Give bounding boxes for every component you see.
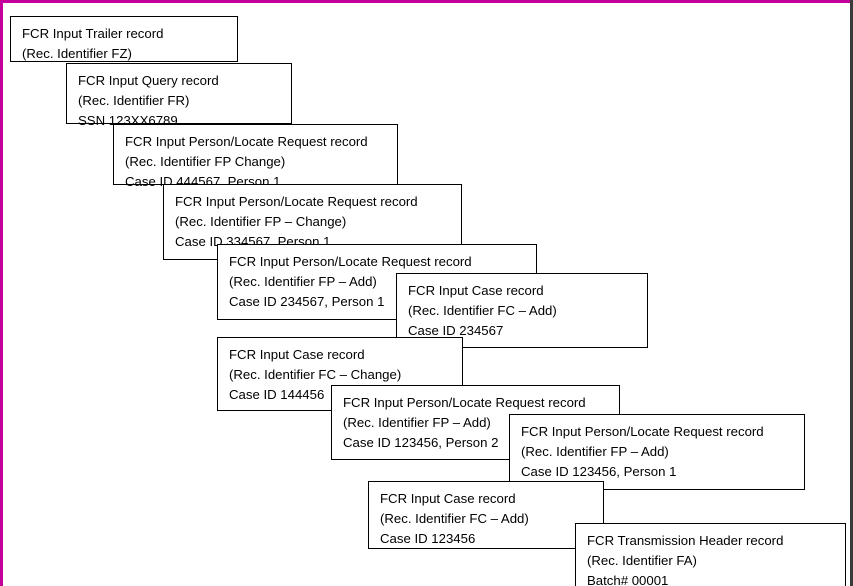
record-box-line: FCR Input Person/Locate Request record: [229, 254, 472, 269]
record-box-person-fp-add-123456-p1: FCR Input Person/Locate Request record (R…: [509, 414, 805, 490]
record-box-line: Case ID 144456: [229, 387, 325, 402]
record-box-line: FCR Input Person/Locate Request record: [175, 194, 418, 209]
record-box-trailer-fz: FCR Input Trailer record (Rec. Identifier…: [10, 16, 238, 62]
record-box-line: (Rec. Identifier FC – Add): [408, 303, 557, 318]
record-box-case-fc-add-123456: FCR Input Case record (Rec. Identifier FC…: [368, 481, 604, 549]
record-box-line: (Rec. Identifier FP – Change): [175, 214, 347, 229]
frame-right-border: [850, 0, 853, 586]
record-box-line: FCR Input Case record: [380, 491, 516, 506]
record-box-line: FCR Transmission Header record: [587, 533, 784, 548]
record-box-line: (Rec. Identifier FA): [587, 553, 697, 568]
record-box-line: (Rec. Identifier FP – Add): [229, 274, 377, 289]
record-box-line: FCR Input Case record: [229, 347, 365, 362]
frame-top-border: [0, 0, 853, 3]
record-box-query-fr: FCR Input Query record (Rec. Identifier F…: [66, 63, 292, 128]
record-box-line: Case ID 234567, Person 1: [229, 294, 385, 309]
record-box-line: Case ID 234567: [408, 323, 504, 338]
record-box-line: Case ID 123456: [380, 531, 476, 546]
record-box-line: FCR Input Person/Locate Request record: [125, 134, 368, 149]
record-box-line: Case ID 123456, Person 1: [521, 464, 677, 479]
record-box-line: (Rec. Identifier FP – Add): [521, 444, 669, 459]
frame-left-border: [0, 0, 3, 586]
record-box-line: FCR Input Trailer record: [22, 26, 164, 41]
record-box-case-fc-add-234567: FCR Input Case record (Rec. Identifier FC…: [396, 273, 648, 348]
record-box-line: (Rec. Identifier FP Change): [125, 154, 286, 169]
record-box-line: Case ID 123456, Person 2: [343, 435, 499, 450]
record-box-line: (Rec. Identifier FC – Add): [380, 511, 529, 526]
record-box-line: Batch# 00001: [587, 573, 669, 586]
record-box-line: (Rec. Identifier FR): [78, 93, 190, 108]
record-box-line: FCR Input Query record: [78, 73, 219, 88]
record-box-person-fp-change-444567: FCR Input Person/Locate Request record (R…: [113, 124, 398, 189]
record-box-transmission-header-fa: FCR Transmission Header record (Rec. Iden…: [575, 523, 846, 586]
record-box-line: FCR Input Person/Locate Request record: [521, 424, 764, 439]
record-box-line: (Rec. Identifier FP – Add): [343, 415, 491, 430]
record-box-line: FCR Input Case record: [408, 283, 544, 298]
record-box-line: (Rec. Identifier FC – Change): [229, 367, 402, 382]
record-box-line: FCR Input Person/Locate Request record: [343, 395, 586, 410]
record-box-line: (Rec. Identifier FZ): [22, 46, 132, 61]
